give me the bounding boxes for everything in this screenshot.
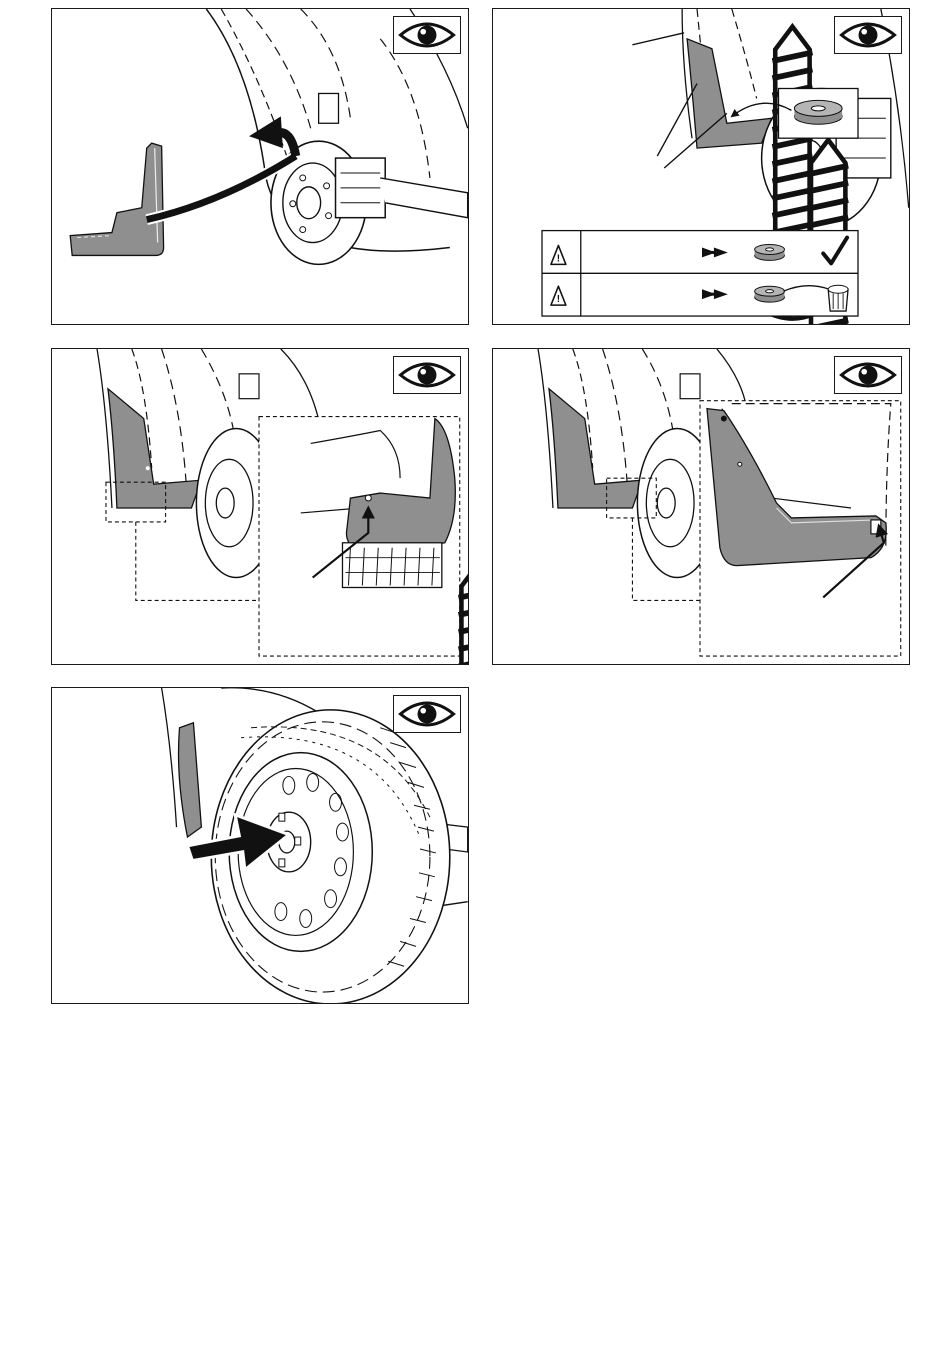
eye-icon bbox=[835, 17, 901, 53]
view-icon-box bbox=[393, 16, 461, 54]
eye-icon bbox=[394, 696, 460, 732]
spacer-icon bbox=[755, 286, 785, 302]
screw-selection-illustration: ! ! bbox=[493, 9, 909, 324]
view-icon-box bbox=[393, 356, 461, 394]
panel-fit-front-screw bbox=[51, 348, 469, 665]
clip-nut-icon bbox=[828, 285, 848, 311]
spacer-icon bbox=[755, 245, 785, 261]
view-icon-box bbox=[834, 356, 902, 394]
view-icon-box bbox=[834, 16, 902, 54]
eye-icon bbox=[835, 357, 901, 393]
eye-icon bbox=[394, 357, 460, 393]
panel-refit-wheel bbox=[51, 687, 469, 1004]
svg-text:!: ! bbox=[557, 253, 560, 264]
remove-mudflap-illustration bbox=[52, 9, 468, 324]
warning-table: ! ! bbox=[542, 231, 858, 316]
fit-front-screw-illustration bbox=[52, 349, 468, 664]
eye-icon bbox=[394, 17, 460, 53]
fit-rear-screw-illustration bbox=[493, 349, 909, 664]
panel-fit-rear-screw bbox=[492, 348, 910, 665]
panel-screw-selection: ! ! bbox=[492, 8, 910, 325]
refit-wheel-illustration bbox=[52, 688, 468, 1003]
panel-remove-mudflap bbox=[51, 8, 469, 325]
svg-text:!: ! bbox=[557, 294, 560, 305]
view-icon-box bbox=[393, 695, 461, 733]
